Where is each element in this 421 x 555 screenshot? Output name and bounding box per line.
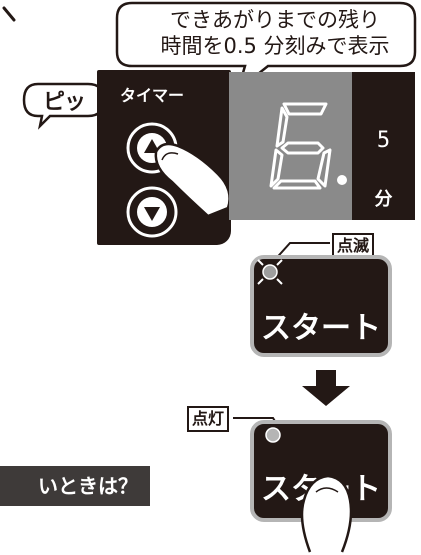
arrow-down-icon xyxy=(302,370,350,406)
callout-line-1: できあがりまでの残り xyxy=(170,8,380,32)
timer-label: タイマー xyxy=(119,86,184,105)
finger-press-icon xyxy=(154,142,231,218)
finger-press-start-icon xyxy=(300,474,353,553)
beep-bubble: ピッ xyxy=(20,80,108,130)
main-digit xyxy=(269,102,347,190)
timer-down-button[interactable] xyxy=(124,184,180,240)
minute-unit: 分 xyxy=(374,189,393,210)
start-button-label: スタート xyxy=(261,311,381,346)
beep-text: ピッ xyxy=(42,90,86,115)
corner-mark-icon xyxy=(2,6,16,22)
lit-tag: 点灯 xyxy=(187,406,230,432)
blinking-led-icon xyxy=(257,259,283,285)
down-arrow-icon xyxy=(144,207,160,221)
half-minute-digit: 5 xyxy=(376,128,391,153)
blink-tag: 点滅 xyxy=(332,233,375,259)
callout-line-2: 時間を0.5 分刻みで表示 xyxy=(160,34,390,58)
display-side-strip xyxy=(352,72,415,220)
lit-led-icon xyxy=(265,427,281,443)
question-banner: いときは？ xyxy=(0,466,150,506)
